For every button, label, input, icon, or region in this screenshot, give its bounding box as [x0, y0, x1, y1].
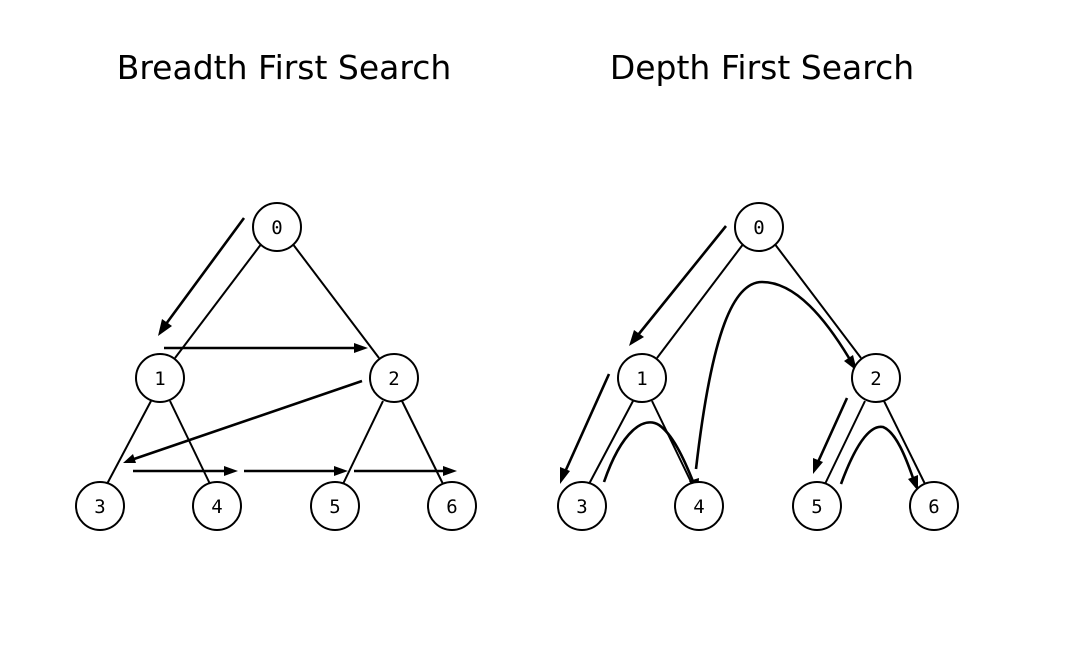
bfs-node-6: 6	[427, 481, 477, 531]
bfs-edge-0-2	[291, 242, 380, 359]
dfs-node-5: 5	[792, 481, 842, 531]
dfs-node-0-label: 0	[753, 217, 764, 239]
dfs-edge-1-3	[588, 400, 634, 485]
bfs-edge-0-1	[174, 242, 263, 359]
bfs-node-5: 5	[310, 481, 360, 531]
bfs-arrowhead-3-to-4	[224, 466, 238, 476]
bfs-node-6-label: 6	[446, 496, 457, 518]
dfs-arrowhead-0-to-1	[629, 330, 644, 346]
dfs-panel: Depth First Search	[557, 48, 959, 531]
dfs-edge-2-5	[824, 400, 866, 485]
dfs-node-2: 2	[851, 353, 901, 403]
dfs-arrowhead-2-to-5	[813, 458, 823, 474]
bfs-node-4-label: 4	[211, 496, 222, 518]
bfs-edge-2-5	[342, 400, 384, 485]
dfs-node-6-label: 6	[928, 496, 939, 518]
bfs-node-5-label: 5	[329, 496, 340, 518]
dfs-node-6: 6	[909, 481, 959, 531]
bfs-node-1-label: 1	[154, 368, 165, 390]
bfs-title: Breadth First Search	[117, 48, 452, 87]
bfs-node-0-label: 0	[271, 217, 282, 239]
dfs-node-2-label: 2	[870, 368, 881, 390]
dfs-title: Depth First Search	[610, 48, 914, 87]
dfs-edge-0-2	[773, 242, 862, 359]
bfs-traversal-arrows	[123, 217, 457, 476]
dfs-node-3-label: 3	[576, 496, 587, 518]
bfs-node-3-label: 3	[94, 496, 105, 518]
dfs-node-0: 0	[734, 202, 784, 252]
bfs-arrow-0-to-1	[164, 217, 246, 325]
dfs-node-4: 4	[674, 481, 724, 531]
bfs-node-1: 1	[135, 353, 185, 403]
dfs-node-3: 3	[557, 481, 607, 531]
dfs-edge-1-4	[651, 400, 693, 485]
dfs-node-4-label: 4	[693, 496, 704, 518]
bfs-tree-edges	[106, 242, 444, 485]
bfs-node-4: 4	[192, 481, 242, 531]
dfs-arrowhead-1-to-3	[560, 467, 570, 484]
dfs-tree-edges	[588, 242, 926, 485]
bfs-arrow-2-to-3	[133, 379, 363, 461]
bfs-arrowhead-2-to-3	[123, 454, 136, 463]
bfs-arrowhead-5-to-6	[443, 466, 457, 476]
bfs-arrowhead-4-to-5	[334, 466, 348, 476]
bfs-node-2-label: 2	[388, 368, 399, 390]
bfs-arrowhead-1-to-2	[354, 343, 368, 353]
dfs-arrow-4-to-2	[694, 280, 851, 470]
dfs-node-1: 1	[617, 353, 667, 403]
bfs-arrowhead-0-to-1	[158, 319, 172, 336]
dfs-arrow-2-to-5	[816, 397, 849, 463]
dfs-node-5-label: 5	[811, 496, 822, 518]
dfs-edge-0-1	[656, 242, 745, 359]
dfs-node-1-label: 1	[636, 368, 647, 390]
bfs-node-2: 2	[369, 353, 419, 403]
bfs-node-0: 0	[252, 202, 302, 252]
bfs-edge-1-3	[106, 400, 152, 485]
dfs-arrow-0-to-1	[636, 225, 728, 336]
bfs-node-3: 3	[75, 481, 125, 531]
bfs-panel: Breadth First Search	[75, 48, 477, 531]
dfs-arrowhead-5-to-6	[908, 475, 918, 491]
dfs-arrow-5-to-6	[839, 425, 915, 485]
dfs-edge-2-6	[883, 400, 926, 485]
dfs-arrow-1-to-3	[563, 373, 611, 473]
dfs-arrow-3-to-4	[602, 421, 696, 485]
